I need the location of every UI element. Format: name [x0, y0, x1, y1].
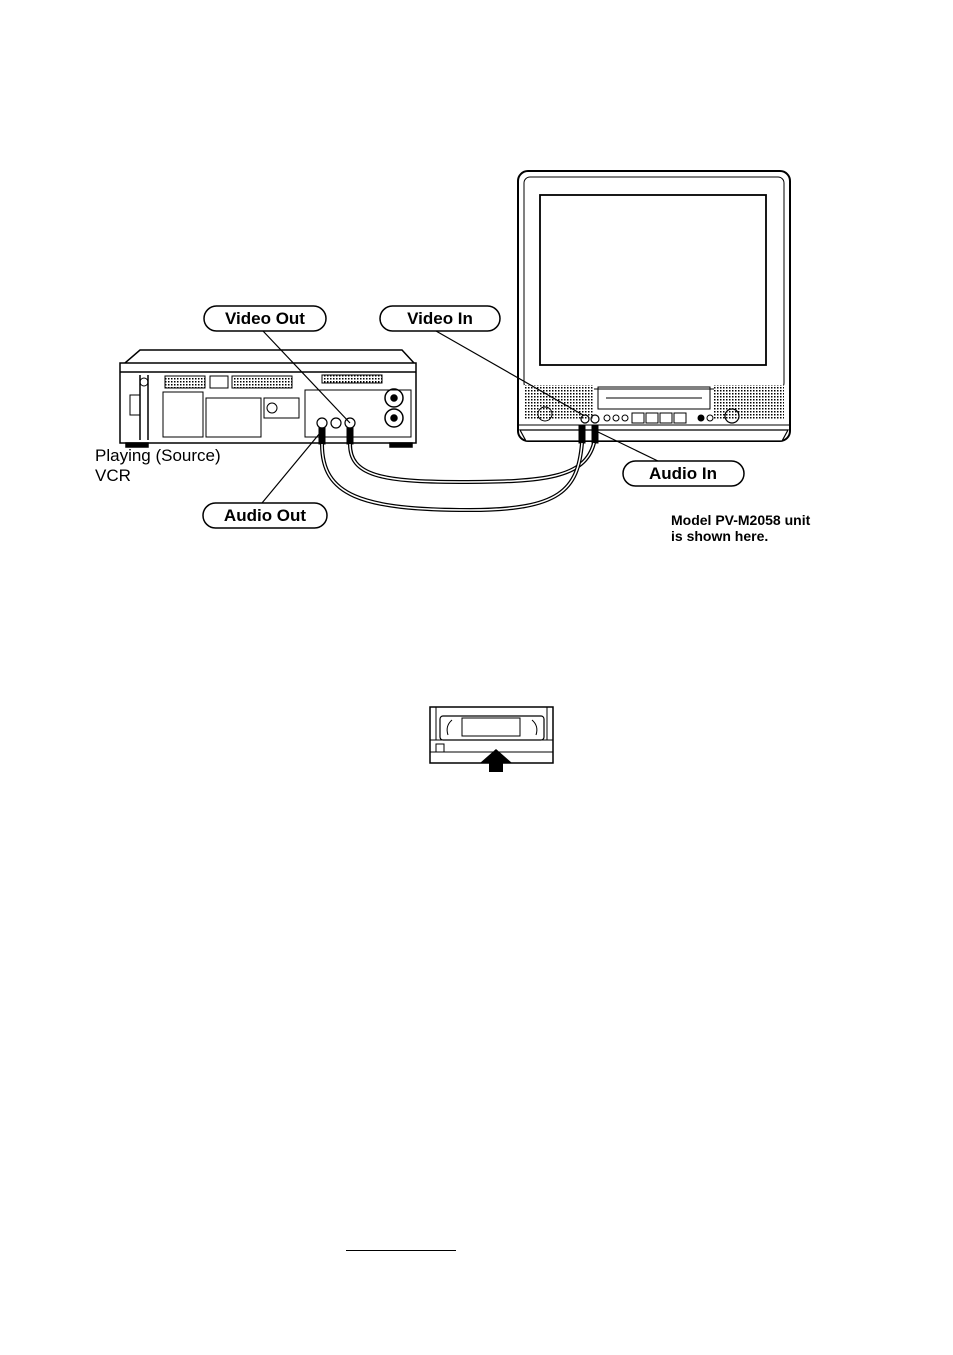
- callout-audio-in: Audio In: [623, 461, 744, 486]
- callout-video-in: Video In: [380, 306, 500, 331]
- source-vcr-label: Playing (Source) VCR: [95, 446, 221, 486]
- callout-video-out: Video Out: [204, 306, 326, 331]
- label-video-out: Video Out: [225, 309, 305, 328]
- label-video-in: Video In: [407, 309, 473, 328]
- label-audio-in: Audio In: [649, 464, 717, 483]
- cassette-insert-illustration: [430, 707, 553, 772]
- source-vcr: [120, 350, 416, 447]
- callout-audio-out: Audio Out: [203, 503, 327, 528]
- model-note-line1: Model PV-M2058 unit: [671, 512, 810, 528]
- label-audio-out: Audio Out: [224, 506, 306, 525]
- model-note: Model PV-M2058 unit is shown here.: [671, 512, 810, 544]
- model-note-line2: is shown here.: [671, 528, 810, 544]
- footer-rule: [346, 1250, 456, 1251]
- source-vcr-label-line2: VCR: [95, 466, 221, 486]
- source-vcr-label-line1: Playing (Source): [95, 446, 221, 466]
